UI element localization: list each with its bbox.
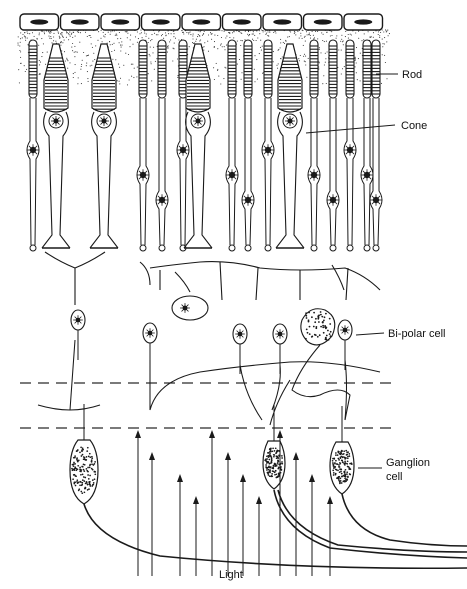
cone-outer-segment [44, 44, 68, 112]
rod-spherule [245, 245, 251, 251]
light-arrowhead [177, 474, 183, 482]
ganglion-cell [330, 406, 354, 494]
ganglion-axon [84, 504, 467, 568]
rod-inner-segment [370, 98, 382, 245]
rod-spherule [265, 245, 271, 251]
rod-cell [156, 40, 168, 251]
light-arrowhead [327, 496, 333, 504]
epithelial-nucleus [152, 19, 170, 24]
horizontal-cell-body [172, 296, 208, 320]
ganglion-axon [278, 490, 467, 552]
label-ganglion-cell: cell [386, 471, 403, 483]
label-ganglion: Ganglion [386, 457, 430, 469]
rod-inner-segment [27, 98, 39, 245]
rod-inner-segment [262, 98, 274, 245]
amacrine-fibre [38, 340, 100, 410]
rod-cell [27, 40, 39, 251]
label-cone: Cone [401, 120, 427, 132]
cone-outer-segment [92, 44, 116, 112]
rod-inner-segment [242, 98, 254, 245]
rod-spherule [347, 245, 353, 251]
amacrine-fibre [270, 360, 347, 425]
light-arrowhead [240, 474, 246, 482]
light-arrowhead [293, 452, 299, 460]
bipolar-cell [71, 310, 85, 360]
cone-leader-line [306, 125, 395, 133]
optic-nerve-fibres [84, 490, 467, 568]
ganglion-cell [263, 405, 285, 489]
epithelial-nucleus [192, 19, 210, 24]
epithelial-nucleus [71, 19, 89, 24]
rod-inner-segment [344, 98, 356, 245]
rod-cell [327, 40, 339, 251]
rod-cell [361, 40, 373, 251]
epithelial-nucleus [233, 19, 251, 24]
cone-outer-segment [186, 44, 210, 112]
epithelial-nucleus [314, 19, 332, 24]
label-rod: Rod [402, 69, 422, 81]
rod-spherule [330, 245, 336, 251]
light-arrows [135, 430, 333, 576]
label-bipolar-cell: Bi-polar cell [388, 328, 445, 340]
rod-spherule [229, 245, 235, 251]
rod-spherule [364, 245, 370, 251]
rod-spherule [311, 245, 317, 251]
cone-inner-segment [42, 112, 70, 248]
light-arrowhead [135, 430, 141, 438]
synaptic-branch [150, 262, 380, 290]
amacrine-fibres [38, 309, 380, 425]
light-arrowhead [225, 452, 231, 460]
ganglion-axon [342, 494, 467, 546]
rod-inner-segment [327, 98, 339, 245]
light-arrowhead [209, 430, 215, 438]
light-arrowhead [277, 430, 283, 438]
cone-outer-segment [278, 44, 302, 112]
synaptic-branch [45, 252, 105, 305]
rod-inner-segment [177, 98, 189, 245]
rod-cell [344, 40, 356, 251]
cone-cell [90, 44, 118, 248]
rod-cell [242, 40, 254, 251]
rod-spherule [30, 245, 36, 251]
horizontal-cell [172, 296, 208, 320]
rod-cell [308, 40, 320, 251]
rod-cell [262, 40, 274, 251]
epithelial-nucleus [30, 19, 48, 24]
cone-inner-segment [184, 112, 212, 248]
cone-inner-segment [90, 112, 118, 248]
light-arrowhead [149, 452, 155, 460]
light-arrowhead [309, 474, 315, 482]
rod-cell [370, 40, 382, 251]
rod-spherule [140, 245, 146, 251]
rod-spherule [373, 245, 379, 251]
rod-cell [226, 40, 238, 251]
rod-cell [177, 40, 189, 251]
label-light: Light [219, 569, 243, 581]
rod-cell [137, 40, 149, 251]
outer-plexiform-layer [45, 252, 380, 305]
light-arrowhead [256, 496, 262, 504]
cone-cell [42, 44, 70, 248]
rod-inner-segment [156, 98, 168, 245]
light-arrowhead [193, 496, 199, 504]
ganglion-cell [70, 404, 98, 504]
epithelial-nucleus [111, 19, 129, 24]
synaptic-branch [160, 262, 348, 300]
epithelial-nucleus [273, 19, 291, 24]
synaptic-branch [140, 262, 344, 290]
rod-spherule [159, 245, 165, 251]
cone-inner-segment [276, 112, 304, 248]
pigment-epithelium [20, 14, 383, 30]
epithelial-nucleus [354, 19, 372, 24]
bipolar-leader-line [356, 333, 384, 335]
cone-cell [276, 44, 304, 248]
